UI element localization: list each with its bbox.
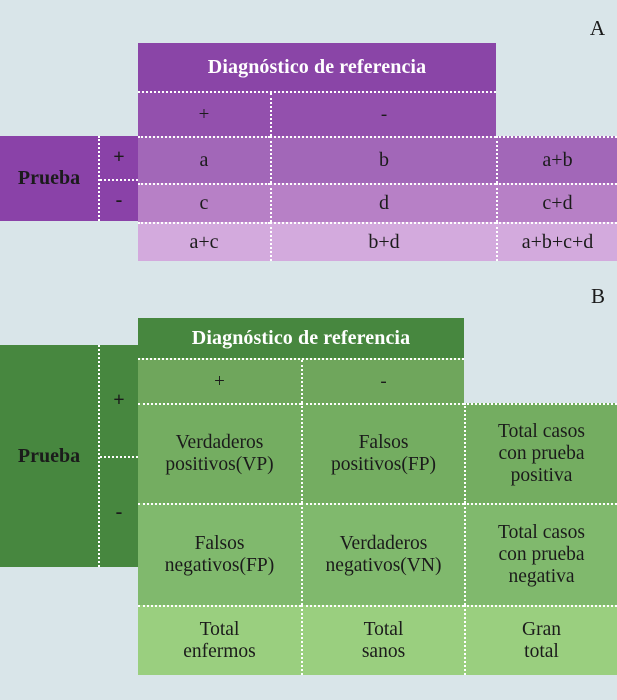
- table-cell-line: Verdaderos: [175, 432, 264, 454]
- panel-b-column-sign-positive: +: [214, 370, 225, 392]
- table-cell: a+b+c+d: [496, 222, 617, 261]
- table-cell-line: total: [524, 641, 559, 662]
- panel-a-column-header: Diagnóstico de referencia: [138, 43, 496, 91]
- table-cell-line: Total: [199, 619, 240, 641]
- table-cell: b: [270, 136, 496, 183]
- table-cell-line: negativos(FP): [164, 555, 275, 576]
- table-cell-line: positivos(VP): [165, 454, 274, 475]
- panel-a-column-signs: + -: [138, 91, 496, 136]
- table-cell: a+b: [496, 136, 617, 183]
- panel-a-row-label: Prueba: [17, 167, 81, 189]
- table-cell-line: Total casos: [498, 421, 585, 443]
- table-cell-line: positiva: [510, 464, 573, 486]
- table-cell: a+c: [138, 222, 270, 261]
- panel-b-letter: B: [590, 284, 605, 308]
- panel-b: B: [0, 282, 617, 700]
- panel-a-row-sign-positive: +: [113, 145, 125, 168]
- table-cell-line: Falsos: [358, 432, 409, 454]
- panel-a-letter: A: [589, 16, 605, 40]
- table-cell-line: Gran: [522, 619, 561, 641]
- table-cell-line: Total: [363, 619, 404, 641]
- table-cell-line: sanos: [361, 641, 406, 662]
- panel-b-row-sign-positive: +: [113, 389, 125, 411]
- table-cell: d: [270, 183, 496, 222]
- panel-a-body: a b a+b c d c+d a+c b+d a+b+c+d: [138, 136, 617, 261]
- panel-b-row-signs: + -: [98, 345, 138, 567]
- panel-a: A Prueba + - Diagnóstico de referencia +…: [0, 0, 617, 282]
- panel-a-row-label-block: Prueba: [0, 136, 98, 221]
- panel-a-column-sign-negative: -: [270, 93, 496, 136]
- table-cell-line: con prueba: [498, 443, 585, 465]
- panel-b-column-sign-negative: -: [301, 360, 464, 403]
- table-cell: c+d: [496, 183, 617, 222]
- table-cell-line: con prueba: [498, 544, 585, 566]
- panel-b-row-sign-negative: -: [100, 456, 138, 567]
- table-cell: b+d: [270, 222, 496, 261]
- table-cell-line: Verdaderos: [339, 533, 428, 555]
- table-cell-line: enfermos: [183, 641, 256, 662]
- panel-a-column-sign-positive: +: [198, 103, 210, 125]
- panel-b-column-header-text: Diagnóstico de referencia: [191, 326, 411, 349]
- panel-b-row-label-block: Prueba: [0, 345, 98, 567]
- table-cell-line: Falsos: [194, 533, 245, 555]
- panel-b-column-signs: + -: [138, 358, 464, 403]
- panel-b-row-label: Prueba: [17, 444, 81, 467]
- panel-a-row-sign-negative: -: [100, 178, 138, 222]
- table-cell-line: negativos(VN): [325, 555, 442, 576]
- panel-a-row-signs: + -: [98, 136, 138, 221]
- table-cell-line: positivos(FP): [330, 454, 437, 475]
- table-cell: a: [138, 136, 270, 183]
- table-cell-line: negativa: [508, 565, 575, 587]
- panel-b-column-header: Diagnóstico de referencia: [138, 318, 464, 358]
- panel-a-column-header-text: Diagnóstico de referencia: [207, 55, 427, 78]
- table-cell-line: Total casos: [498, 522, 585, 544]
- table-cell: c: [138, 183, 270, 222]
